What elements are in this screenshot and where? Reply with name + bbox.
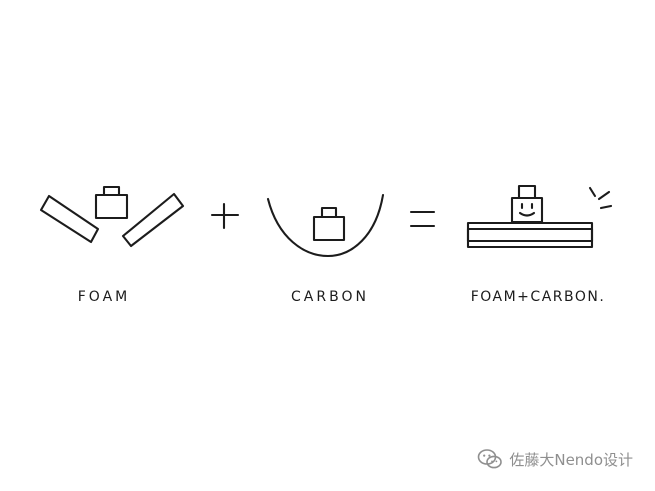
- equals-sign: [411, 212, 434, 226]
- carbon-sketch: [268, 195, 383, 256]
- watermark: 佐藤大Nendo设计: [477, 448, 633, 470]
- foam-carbon-label: FOAM+CARBON.: [471, 289, 606, 305]
- carbon-label: CARBON: [291, 289, 369, 305]
- watermark-text: 佐藤大Nendo设计: [509, 449, 633, 470]
- carbon-curve: [268, 195, 383, 256]
- combined-board-outer: [468, 223, 592, 247]
- plus-sign: [212, 204, 238, 228]
- sparkle-lines: [590, 188, 611, 208]
- foam-label: FOAM: [78, 289, 130, 305]
- foam-sketch: [41, 187, 183, 246]
- combined-sketch: [468, 186, 611, 247]
- foam-left-plate: [41, 196, 98, 242]
- wechat-icon: [477, 448, 503, 470]
- foam-right-plate: [123, 194, 183, 246]
- combined-weight: [512, 186, 542, 222]
- foam-weight: [96, 187, 127, 218]
- combined-board-inner: [468, 229, 592, 241]
- carbon-weight: [314, 208, 344, 240]
